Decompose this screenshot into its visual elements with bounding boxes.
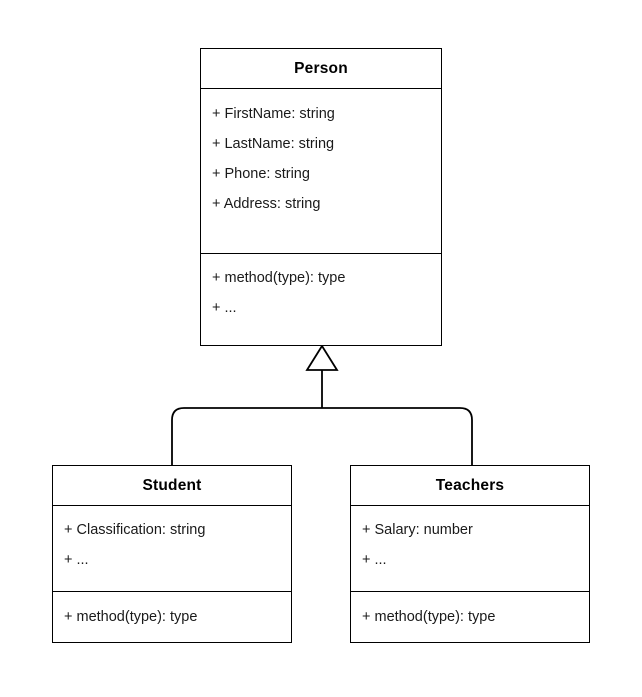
methods-compartment-person: + method(type): type + ... bbox=[201, 253, 441, 346]
generalization-branch-student bbox=[171, 407, 322, 465]
methods-compartment-teachers: + method(type): type bbox=[351, 591, 589, 643]
attribute-row: + Classification: string bbox=[64, 522, 206, 538]
attributes-compartment-teachers: + Salary: number + ... bbox=[351, 506, 589, 591]
attributes-compartment-person: + FirstName: string + LastName: string +… bbox=[201, 89, 441, 253]
attribute-row: + FirstName: string bbox=[212, 106, 335, 122]
uml-class-student[interactable]: Student + Classification: string + ... +… bbox=[52, 465, 292, 643]
attribute-row: + ... bbox=[362, 552, 387, 568]
attribute-row: + LastName: string bbox=[212, 136, 335, 152]
class-name-person: Person bbox=[201, 49, 441, 89]
uml-class-person[interactable]: Person + FirstName: string + LastName: s… bbox=[200, 48, 442, 346]
method-row: + method(type): type bbox=[64, 609, 198, 625]
method-row: + method(type): type bbox=[212, 270, 346, 286]
attributes-compartment-student: + Classification: string + ... bbox=[53, 506, 291, 591]
method-row: + ... bbox=[212, 300, 237, 316]
generalization-branch-teachers bbox=[322, 407, 473, 465]
method-row: + method(type): type bbox=[362, 609, 496, 625]
attribute-row: + Address: string bbox=[212, 196, 321, 212]
attribute-row: + ... bbox=[64, 552, 89, 568]
uml-class-teachers[interactable]: Teachers + Salary: number + ... + method… bbox=[350, 465, 590, 643]
class-name-student: Student bbox=[53, 466, 291, 506]
class-name-teachers: Teachers bbox=[351, 466, 589, 506]
attribute-row: + Salary: number bbox=[362, 522, 473, 538]
attribute-row: + Phone: string bbox=[212, 166, 310, 182]
inheritance-triangle-icon bbox=[305, 344, 339, 371]
methods-compartment-student: + method(type): type bbox=[53, 591, 291, 643]
